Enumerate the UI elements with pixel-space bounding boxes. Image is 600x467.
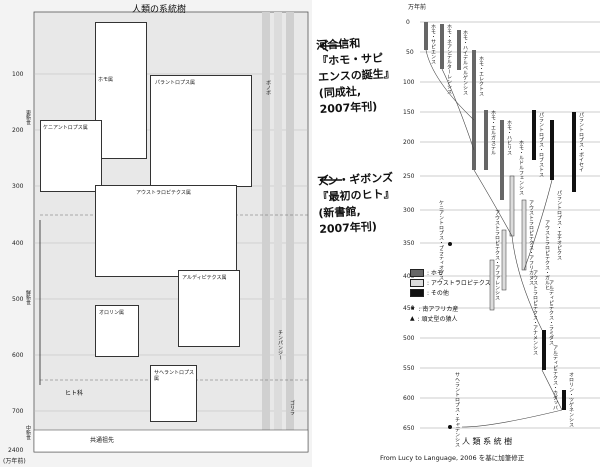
species-tugenensis: オロリン・ツゲネンシス xyxy=(568,372,574,427)
box-ardipithecus: アルディピテクス属 xyxy=(178,270,240,347)
epoch-pliocene: 鮮新世 xyxy=(25,290,31,305)
legend-other-swatch xyxy=(410,288,424,297)
left-chart-title: 人類の系統樹 xyxy=(132,5,187,15)
left-tree-chart: 人類の系統樹 100 200 300 400 500 600 700 2400 … xyxy=(0,0,312,467)
label-bonobo: ボノボ xyxy=(265,80,271,95)
left-tick-500: 500 xyxy=(12,296,24,303)
right-chart-title: 人 類 系 統 樹 xyxy=(462,437,513,446)
legend-other: : その他 xyxy=(410,288,449,297)
label-gorilla: ゴリラ xyxy=(289,400,295,415)
species-aethiopicus: パラントロプス・エチオピクス xyxy=(556,190,562,260)
label-chimpanzee: チンパンジー xyxy=(277,330,283,360)
species-neanderthalensis: ホモ・ネアンデルターレンシス xyxy=(446,24,452,94)
right-tick-400: 400 xyxy=(403,273,415,280)
right-tick-0: 0 xyxy=(406,19,410,26)
common-ancestor-label: 共通祖先 xyxy=(90,437,115,444)
legend-homo-swatch xyxy=(410,268,424,277)
legend-homo: : ホモ xyxy=(410,268,443,277)
left-unit-label: (万年前) xyxy=(3,458,26,465)
note-kawai: 河合信和 『ホモ・サピ エンスの誕生』 (同成社, 2007年刊) xyxy=(316,36,396,116)
left-tick-200: 200 xyxy=(12,127,24,134)
right-tick-200: 200 xyxy=(403,139,415,146)
species-afarensis: アウストラロピテクス・アファレンシス xyxy=(494,210,500,300)
epoch-pleistocene: 更新世 xyxy=(25,110,31,125)
species-sapiens: ホモ・サピエンス xyxy=(430,24,436,64)
species-platyops: ケニアントロプス・プラティオプス xyxy=(438,200,444,280)
left-tick-400: 400 xyxy=(12,240,24,247)
species-garhi: アウストラロピテクス・ガルヒ xyxy=(544,220,550,290)
legend-australopithecus-swatch xyxy=(410,278,424,287)
note-arrows xyxy=(319,40,342,186)
epoch-miocene: 中新世 xyxy=(25,425,31,440)
right-tick-450: 450 xyxy=(403,305,415,312)
species-erectus: ホモ・エレクトス xyxy=(478,56,484,96)
box-orrorin: オロリン属 xyxy=(95,305,139,357)
species-kadabba: アルディピテクス・カダッバ xyxy=(552,345,558,410)
left-tick-600: 600 xyxy=(12,352,24,359)
legend: : ホモ : アウストラロピテクス : その他 ★ : 南アフリカ産 ▲ : 頑… xyxy=(410,266,506,328)
species-africanus: アウストラロピテクス・アフリカヌス xyxy=(528,200,534,285)
box-australopithecus: アウストラロピテクス属 xyxy=(95,185,237,277)
triangle-icon: ▲ xyxy=(410,315,415,322)
right-tick-250: 250 xyxy=(403,173,415,180)
species-ergaster: ホモ・エルガステル xyxy=(490,110,496,155)
species-rudolfensis: ホモ・ルドルフェンシス xyxy=(518,140,524,195)
box-homo: ホモ属 xyxy=(95,22,147,159)
left-bottom-axis: 2400 xyxy=(8,447,24,454)
right-tree-chart: 万年前 xyxy=(380,0,600,467)
legend-robust: ▲ : 頑丈型の猿人 xyxy=(410,315,458,323)
box-sahelanthropus: サヘラントロプス属 xyxy=(150,365,197,422)
right-tick-100: 100 xyxy=(403,79,415,86)
legend-south-africa: ★ : 南アフリカ産 xyxy=(410,305,459,313)
left-tick-300: 300 xyxy=(12,183,24,190)
species-habilis: ホモ・ハビリス xyxy=(506,120,512,155)
species-anamensis: アウストラロピテクス・アナメンシス xyxy=(532,270,538,355)
left-tick-100: 100 xyxy=(12,71,24,78)
left-tick-700: 700 xyxy=(12,408,24,415)
right-chart-grid xyxy=(420,21,600,429)
right-tick-500: 500 xyxy=(403,335,415,342)
right-chart-source: From Lucy to Language, 2006 を基に加筆修正 xyxy=(380,454,525,462)
species-heidelbergensis: ホモ・ハイデルベルゲンシス xyxy=(462,30,468,95)
species-tchadensis: サヘラントロプス・チャデンシス xyxy=(454,372,460,447)
legend-australopithecus: : アウストラロピテクス xyxy=(410,278,491,287)
handwritten-notes: 河合信和 『ホモ・サピ エンスの誕生』 (同成社, 2007年刊) アン・ギボン… xyxy=(312,0,402,467)
species-boisei: パラントロプス・ボイセイ xyxy=(578,112,584,172)
right-tick-550: 550 xyxy=(403,365,415,372)
species-ramidus: アルディピテクス・ラミダス xyxy=(548,280,554,345)
right-tick-650: 650 xyxy=(403,425,415,432)
note-gibbons: アン・ギボンズ 『最初のヒト』 (新書館, 2007年刊) xyxy=(316,171,395,236)
right-tick-350: 350 xyxy=(403,240,415,247)
right-tick-150: 150 xyxy=(403,109,415,116)
species-robustus: パラントロプス・ロブストス xyxy=(538,112,544,177)
hito-label: ヒト科 xyxy=(65,390,84,397)
right-tick-50: 50 xyxy=(406,49,414,56)
right-tick-600: 600 xyxy=(403,395,415,402)
right-unit-label: 万年前 xyxy=(408,4,427,11)
right-tick-300: 300 xyxy=(403,207,415,214)
star-icon: ★ xyxy=(410,305,416,312)
box-kenyanthropus: ケニアントロプス属 xyxy=(40,120,102,192)
box-paranthropus: パラントロプス属 xyxy=(150,75,252,187)
